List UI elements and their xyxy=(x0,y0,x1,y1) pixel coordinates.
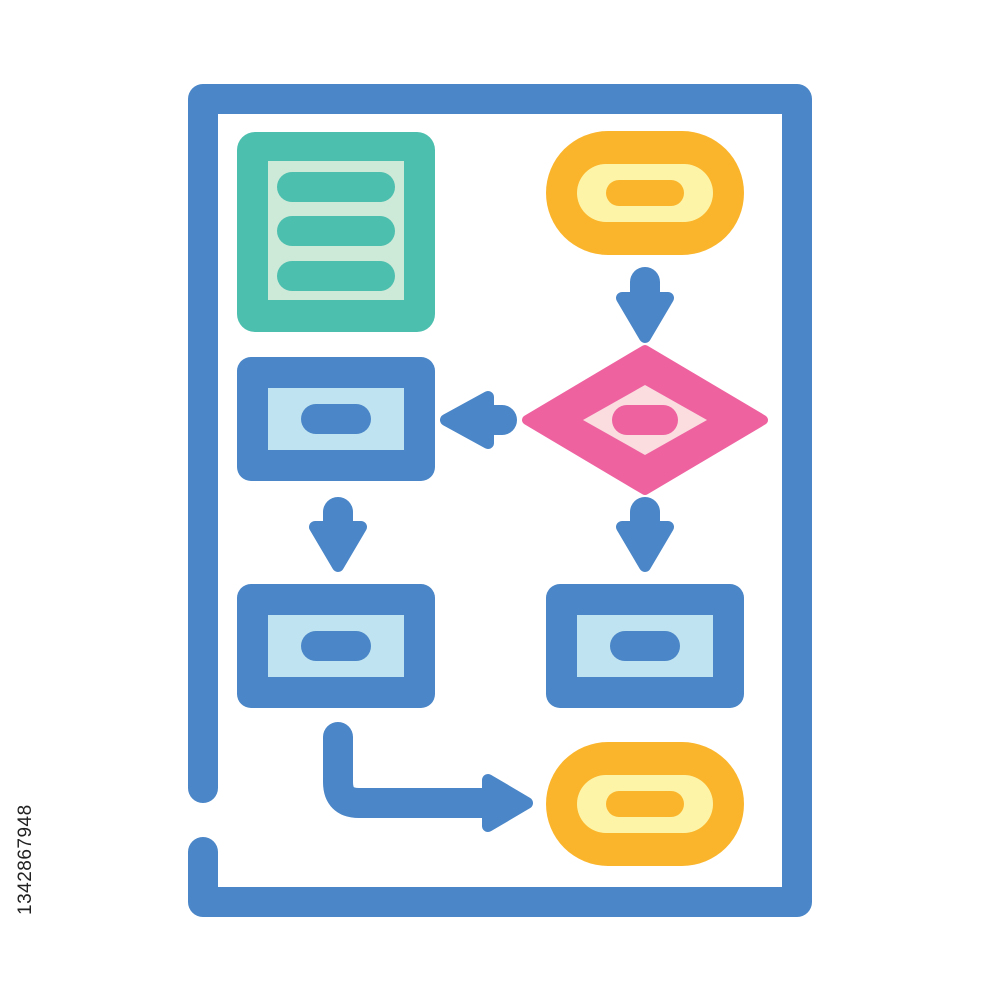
arrow-down-icon xyxy=(616,497,674,572)
process-box-icon xyxy=(237,357,435,481)
start-terminal-icon xyxy=(546,131,744,255)
arrow-left-icon xyxy=(440,391,517,449)
decision-diamond-icon xyxy=(522,345,768,495)
document-frame xyxy=(188,84,812,917)
arrow-down-icon xyxy=(616,267,674,343)
process-box-icon xyxy=(546,584,744,708)
elbow-arrow-icon xyxy=(323,722,533,832)
end-terminal-icon xyxy=(546,742,744,866)
process-box-icon xyxy=(237,584,435,708)
arrow-down-icon xyxy=(309,497,367,572)
list-block-icon xyxy=(237,132,435,332)
stock-id-label: 1342867948 xyxy=(15,804,36,915)
